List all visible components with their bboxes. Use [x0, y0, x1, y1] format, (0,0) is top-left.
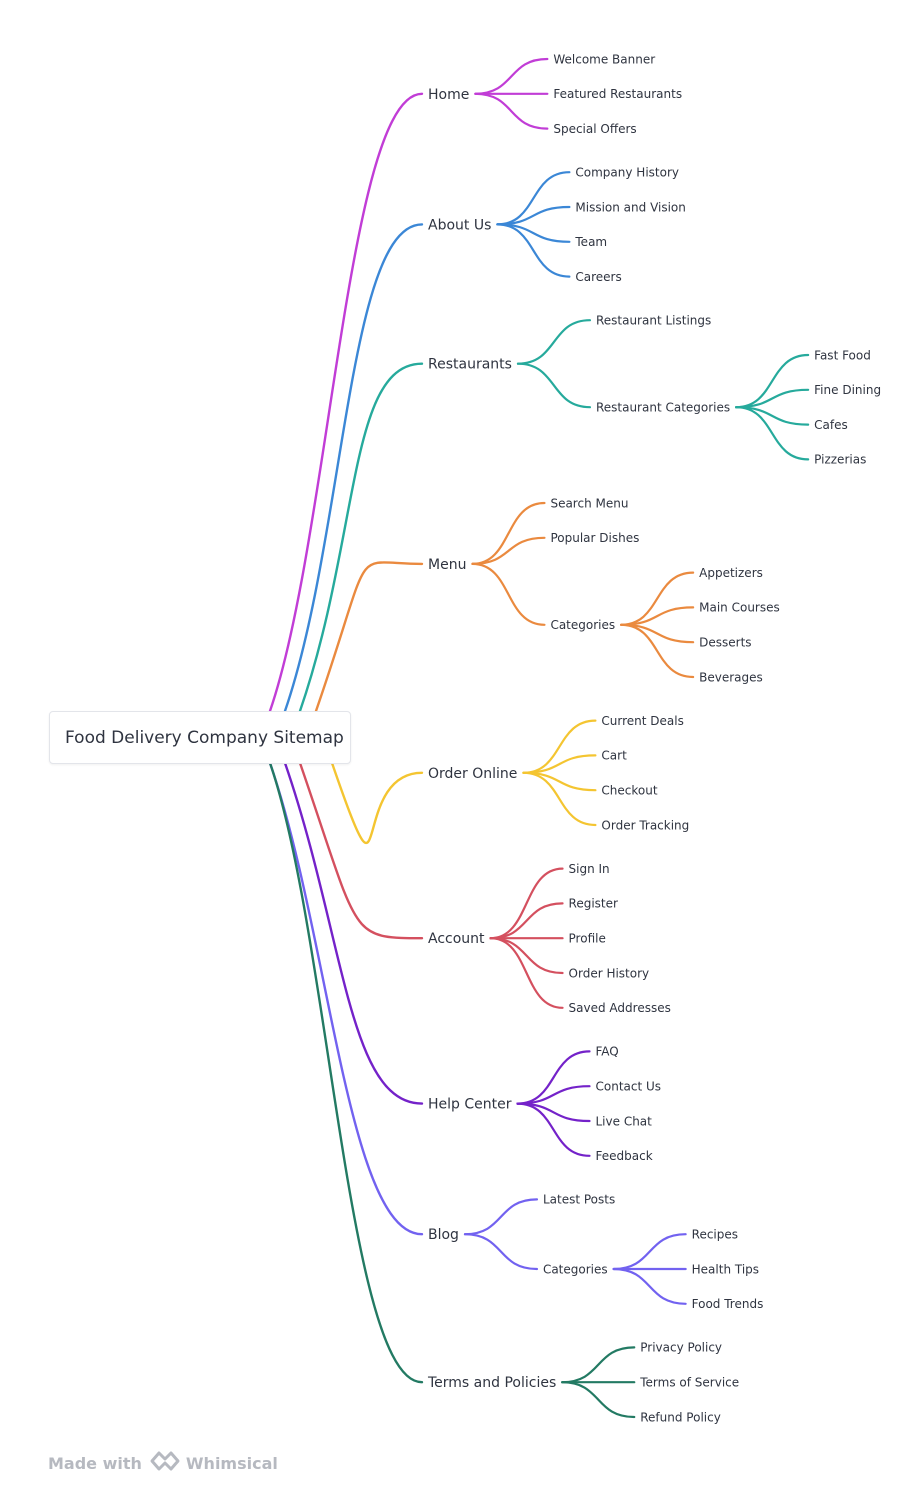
- branch-account[interactable]: Account: [428, 931, 485, 947]
- node-blog-categories[interactable]: Categories: [543, 1262, 608, 1276]
- connector-root-blog: [268, 761, 424, 1236]
- connector-lines: [268, 57, 810, 1419]
- node-categories-recipes[interactable]: Recipes: [692, 1228, 738, 1242]
- node-menu-categories[interactable]: Categories: [550, 618, 615, 632]
- connector-privacy-policy: [561, 1346, 636, 1384]
- node-home-special-offers[interactable]: Special Offers: [553, 122, 636, 136]
- connector-welcome-banner: [474, 57, 549, 95]
- node-categories-beverages[interactable]: Beverages: [699, 670, 763, 684]
- node-restaurant-categories-fast-food[interactable]: Fast Food: [814, 348, 871, 362]
- connector-faq: [516, 1050, 591, 1105]
- node-menu-search-menu[interactable]: Search Menu: [550, 496, 628, 510]
- connector-root-terms-and-policies: [268, 761, 424, 1384]
- node-order-online-order-tracking[interactable]: Order Tracking: [601, 818, 689, 832]
- connector-feedback: [516, 1102, 591, 1157]
- made-with-whimsical-badge[interactable]: Made with Whimsical: [48, 1450, 278, 1476]
- connector-restaurant-listings: [516, 319, 592, 365]
- node-help-center-faq[interactable]: FAQ: [596, 1045, 619, 1059]
- branch-home[interactable]: Home: [428, 87, 469, 103]
- node-home-featured-restaurants[interactable]: Featured Restaurants: [553, 87, 682, 101]
- connector-root-account: [298, 761, 424, 940]
- node-restaurant-categories-cafes[interactable]: Cafes: [814, 418, 848, 432]
- node-about-us-careers[interactable]: Careers: [575, 270, 621, 284]
- connector-appetizers: [620, 571, 695, 626]
- connector-restaurant-categories: [516, 362, 592, 409]
- connector-root-restaurants: [298, 362, 424, 713]
- node-categories-desserts[interactable]: Desserts: [699, 636, 751, 650]
- connector-register: [489, 902, 564, 940]
- node-order-online-cart[interactable]: Cart: [601, 749, 627, 763]
- whimsical-brand-text: Whimsical: [185, 1453, 278, 1473]
- branch-menu[interactable]: Menu: [428, 557, 466, 573]
- node-menu-popular-dishes[interactable]: Popular Dishes: [550, 531, 639, 545]
- node-about-us-company-history[interactable]: Company History: [575, 166, 679, 180]
- node-terms-and-policies-terms-of-service[interactable]: Terms of Service: [639, 1376, 739, 1390]
- node-account-profile[interactable]: Profile: [569, 932, 606, 946]
- branch-help-center[interactable]: Help Center: [428, 1097, 512, 1113]
- connector-pizzerias: [735, 406, 810, 461]
- connector-categories: [463, 1233, 539, 1271]
- connector-latest-posts: [463, 1198, 539, 1236]
- node-account-register[interactable]: Register: [569, 897, 618, 911]
- branch-about-us[interactable]: About Us: [428, 217, 491, 233]
- connector-root-help-center: [283, 761, 424, 1105]
- node-categories-health-tips[interactable]: Health Tips: [692, 1262, 759, 1276]
- whimsical-logo-icon: [150, 1450, 180, 1476]
- node-restaurants-restaurant-categories[interactable]: Restaurant Categories: [596, 401, 730, 415]
- connector-current-deals: [522, 719, 597, 774]
- connector-search-menu: [471, 501, 546, 565]
- node-restaurant-categories-pizzerias[interactable]: Pizzerias: [814, 453, 866, 467]
- node-terms-and-policies-privacy-policy[interactable]: Privacy Policy: [640, 1341, 722, 1355]
- connector-special-offers: [474, 92, 549, 130]
- branch-terms-and-policies[interactable]: Terms and Policies: [427, 1375, 556, 1391]
- connector-root-about-us: [283, 223, 424, 713]
- connector-recipes: [612, 1233, 687, 1271]
- node-account-order-history[interactable]: Order History: [569, 966, 650, 980]
- node-terms-and-policies-refund-policy[interactable]: Refund Policy: [640, 1410, 721, 1424]
- branch-order-online[interactable]: Order Online: [428, 766, 517, 782]
- node-restaurants-restaurant-listings[interactable]: Restaurant Listings: [596, 314, 711, 328]
- connector-careers: [496, 223, 571, 278]
- connector-order-history: [489, 937, 564, 975]
- connector-sign-in: [489, 867, 564, 940]
- connector-food-trends: [612, 1267, 687, 1305]
- node-order-online-checkout[interactable]: Checkout: [601, 784, 657, 798]
- connector-refund-policy: [561, 1381, 636, 1419]
- made-with-text: Made with: [48, 1453, 142, 1473]
- connector-root-order-online: [330, 761, 424, 845]
- root-title: Food Delivery Company Sitemap: [65, 727, 344, 748]
- branch-blog[interactable]: Blog: [428, 1227, 459, 1243]
- connector-popular-dishes: [471, 536, 546, 565]
- node-categories-appetizers[interactable]: Appetizers: [699, 566, 763, 580]
- connector-fast-food: [735, 353, 810, 409]
- node-about-us-mission-and-vision[interactable]: Mission and Vision: [575, 200, 686, 214]
- connector-order-tracking: [522, 771, 597, 827]
- node-blog-latest-posts[interactable]: Latest Posts: [543, 1193, 615, 1207]
- node-restaurant-categories-fine-dining[interactable]: Fine Dining: [814, 383, 881, 397]
- node-home-welcome-banner[interactable]: Welcome Banner: [553, 52, 655, 66]
- node-order-online-current-deals[interactable]: Current Deals: [601, 714, 683, 728]
- node-account-saved-addresses[interactable]: Saved Addresses: [569, 1001, 671, 1015]
- node-help-center-live-chat[interactable]: Live Chat: [596, 1114, 653, 1128]
- root-node[interactable]: Food Delivery Company Sitemap: [49, 711, 351, 764]
- node-categories-food-trends[interactable]: Food Trends: [692, 1297, 764, 1311]
- node-help-center-feedback[interactable]: Feedback: [596, 1149, 653, 1163]
- connector-root-home: [268, 92, 424, 713]
- connector-root-menu: [314, 561, 424, 713]
- node-categories-main-courses[interactable]: Main Courses: [699, 601, 780, 615]
- node-help-center-contact-us[interactable]: Contact Us: [596, 1080, 662, 1094]
- connector-saved-addresses: [489, 937, 564, 1009]
- connector-beverages: [620, 623, 695, 679]
- connector-categories: [471, 562, 546, 626]
- connector-company-history: [496, 171, 571, 226]
- node-account-sign-in[interactable]: Sign In: [569, 862, 610, 876]
- node-about-us-team[interactable]: Team: [574, 235, 607, 249]
- branch-restaurants[interactable]: Restaurants: [428, 357, 512, 373]
